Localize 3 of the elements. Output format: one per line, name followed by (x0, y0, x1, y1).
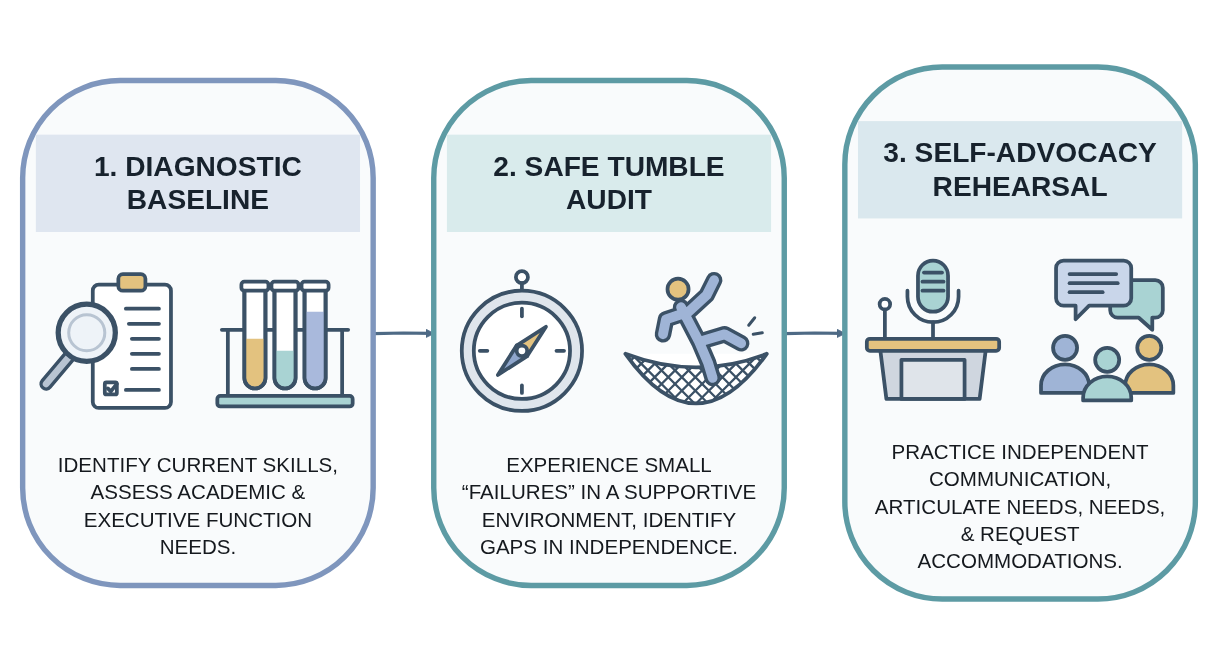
node-box: 1. DIAGNOSTIC BASELINE IDENTIFY CURRENT SKILLS, ASSESS ACADEMIC & EXECUTIVE FUNCTION NEEDS. (19, 77, 376, 589)
node-box: 3. SELF-ADVOCACY REHEARSAL PRACTICE INDEPENDENT COMMUNICATION, ARTICULATE NEEDS, NEEDS, & REQUEST ACCOMMODATIONS. (842, 64, 1199, 602)
node-box: 2. SAFE TUMBLE AUDIT EXPERIENCE SMALL “FAILURES” IN A SUPPORTIVE ENVIRONMENT, IDENTIFY GAPS IN INDEPENDENCE. (431, 77, 787, 589)
